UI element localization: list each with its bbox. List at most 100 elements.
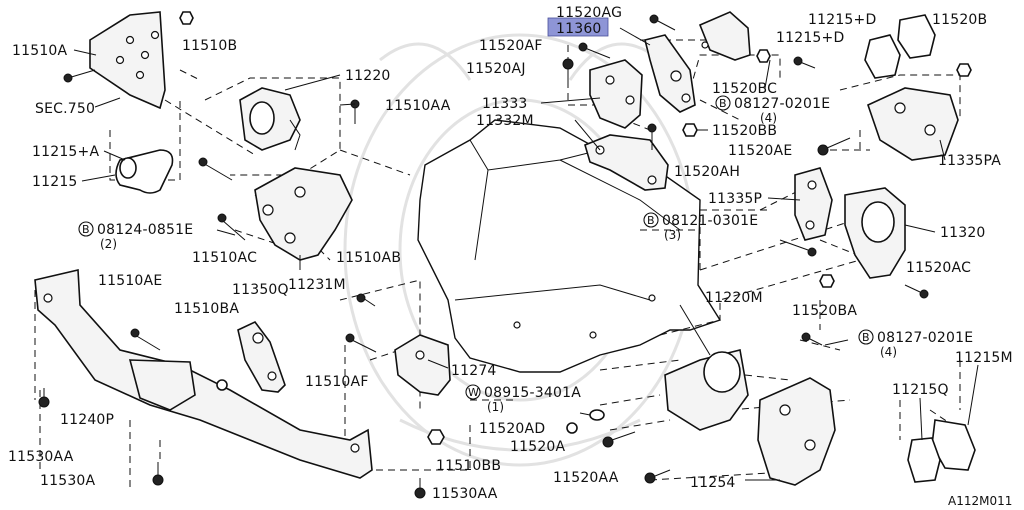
label-11530A: 11530A — [40, 473, 96, 489]
bolt-marker-08127a: B — [719, 97, 727, 110]
crossmember-11240P — [34, 269, 373, 479]
label-11360: 11360 — [556, 21, 602, 37]
label-11520B: 11520B — [932, 12, 987, 28]
mount-11320 — [844, 187, 906, 279]
label-08127a: 08127-0201E — [734, 96, 830, 112]
label-11520A: 11520A — [510, 439, 566, 455]
bolt-11520AE — [817, 137, 851, 156]
nut-11520BB — [682, 123, 698, 137]
bolt-11510AF — [345, 333, 377, 353]
bracket-11231M — [254, 167, 353, 261]
label-11520BC: 11520BC — [712, 81, 777, 97]
part-labels: 11510A 11510B SEC.750 11215+A 11215 B 08… — [8, 5, 1013, 508]
label-11520BB: 11520BB — [712, 123, 777, 139]
label-sec750: SEC.750 — [35, 101, 95, 117]
diagram-code: A112M011 — [948, 494, 1012, 508]
mount-11220M — [664, 349, 749, 431]
engine-block — [417, 119, 722, 373]
bolt-11510BA — [216, 379, 228, 391]
label-11510AC: 11510AC — [192, 250, 257, 266]
stay-11360 — [644, 34, 696, 113]
bolt-11510AA — [350, 99, 360, 124]
label-11510AE: 11510AE — [98, 273, 162, 289]
label-11510A: 11510A — [12, 43, 68, 59]
label-11520BA: 11520BA — [792, 303, 857, 319]
label-11220: 11220 — [345, 68, 391, 84]
label-08124: 08124-0851E — [97, 222, 193, 238]
label-11240P: 11240P — [60, 412, 114, 428]
label-11520AH: 11520AH — [674, 164, 740, 180]
washer-08915 — [589, 409, 605, 421]
bolt-11530AA-left — [38, 388, 50, 408]
label-11215D-2: 11215+D — [776, 30, 844, 46]
bracket-sec-750 — [89, 11, 166, 110]
label-11335PA: 11335PA — [938, 153, 1001, 169]
bolt-11520AC — [904, 284, 929, 299]
bolt-11530A — [152, 462, 164, 486]
label-11350Q: 11350Q — [232, 282, 289, 298]
label-11215: 11215 — [32, 174, 78, 190]
leader-lines — [73, 27, 979, 481]
bolt-11510AB — [356, 293, 376, 307]
label-11510B: 11510B — [182, 38, 237, 54]
label-11231M: 11231M — [288, 277, 346, 293]
label-11530AA-bottom: 11530AA — [432, 486, 498, 502]
label-11520AC: 11520AC — [906, 260, 971, 276]
label-11520AG: 11520AG — [556, 5, 622, 21]
label-11520AF: 11520AF — [479, 38, 543, 54]
mount-11220 — [239, 87, 301, 151]
bracket-11254 — [757, 377, 836, 486]
bolt-11510AE — [130, 328, 161, 351]
bolt-11510AC — [198, 157, 246, 241]
nut-11510B — [179, 11, 194, 25]
label-11520AD: 11520AD — [479, 421, 545, 437]
highlight-11360 — [547, 17, 609, 37]
label-11510AA: 11510AA — [385, 98, 451, 114]
bolt-11520AF — [578, 42, 611, 59]
bracket-11274 — [394, 334, 451, 396]
label-08127b: 08127-0201E — [877, 330, 973, 346]
label-11254: 11254 — [690, 475, 736, 491]
label-08915-qty: (1) — [487, 400, 504, 414]
bolt-08127-lower — [801, 332, 823, 346]
label-11520AA: 11520AA — [553, 470, 619, 486]
label-11520AJ: 11520AJ — [466, 61, 526, 77]
bolt-11520AD — [566, 422, 578, 434]
nut-11510BB — [427, 429, 445, 445]
nut-11520BA — [819, 274, 835, 288]
cushion-11215Q — [907, 437, 941, 483]
bracket-11335P — [794, 167, 833, 241]
label-11510BA: 11510BA — [174, 301, 239, 317]
label-08915: 08915-3401A — [484, 385, 581, 401]
bolt-11530AA-bottom — [414, 478, 426, 499]
bolt-11520AA — [644, 469, 671, 484]
label-11333: 11333 — [482, 96, 528, 112]
damper-11350Q — [237, 320, 286, 393]
bracket-11520BC — [698, 11, 771, 63]
label-11510AB: 11510AB — [336, 250, 401, 266]
label-08127a-qty: (4) — [760, 111, 777, 125]
label-08121: 08121-0301E — [662, 213, 758, 229]
label-11530AA-left: 11530AA — [8, 449, 74, 465]
label-11274: 11274 — [451, 363, 497, 379]
bracket-11335PA — [867, 87, 959, 161]
bracket-11333 — [589, 59, 643, 129]
label-11215D-1: 11215+D — [808, 12, 876, 28]
label-11520AE: 11520AE — [728, 143, 792, 159]
label-08121-qty: (3) — [664, 228, 681, 242]
label-08127b-qty: (4) — [880, 345, 897, 359]
washer-marker-08915: W — [468, 386, 479, 399]
label-11215M: 11215M — [955, 350, 1013, 366]
cushion-11215 — [115, 149, 174, 194]
label-11510BB: 11510BB — [436, 458, 501, 474]
bolt-11520AG — [649, 14, 676, 31]
bolt-marker-08124: B — [82, 223, 90, 236]
label-11215Q: 11215Q — [892, 382, 949, 398]
bolt-11510A — [63, 69, 96, 83]
label-11220M: 11220M — [705, 290, 763, 306]
label-11510AF: 11510AF — [305, 374, 369, 390]
label-11335P: 11335P — [708, 191, 762, 207]
label-08124-qty: (2) — [100, 237, 117, 251]
bolt-11520AJ — [562, 58, 574, 82]
